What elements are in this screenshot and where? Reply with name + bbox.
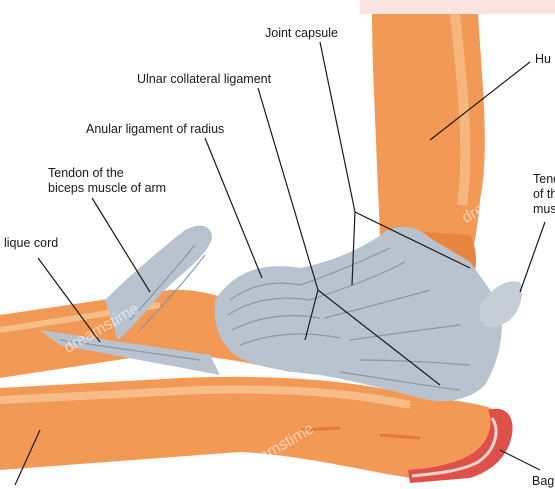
- label-oblique-cord: lique cord: [4, 236, 58, 251]
- label-tendon-right-line3: mus: [533, 202, 555, 217]
- label-biceps-tendon-line2: biceps muscle of arm: [48, 181, 166, 196]
- top-band: [360, 0, 555, 14]
- label-tendon-right-line1: Tend: [533, 172, 555, 187]
- label-biceps-tendon-line1: Tendon of the: [48, 166, 124, 181]
- label-ulnar-collateral-ligament: Ulnar collateral ligament: [137, 72, 271, 87]
- label-tendon-right-line2: of th: [533, 187, 555, 202]
- label-anular-ligament: Anular ligament of radius: [86, 122, 224, 137]
- label-bag: Bag: [532, 474, 554, 489]
- label-humerus: Hu: [535, 52, 551, 67]
- label-joint-capsule: Joint capsule: [265, 26, 338, 41]
